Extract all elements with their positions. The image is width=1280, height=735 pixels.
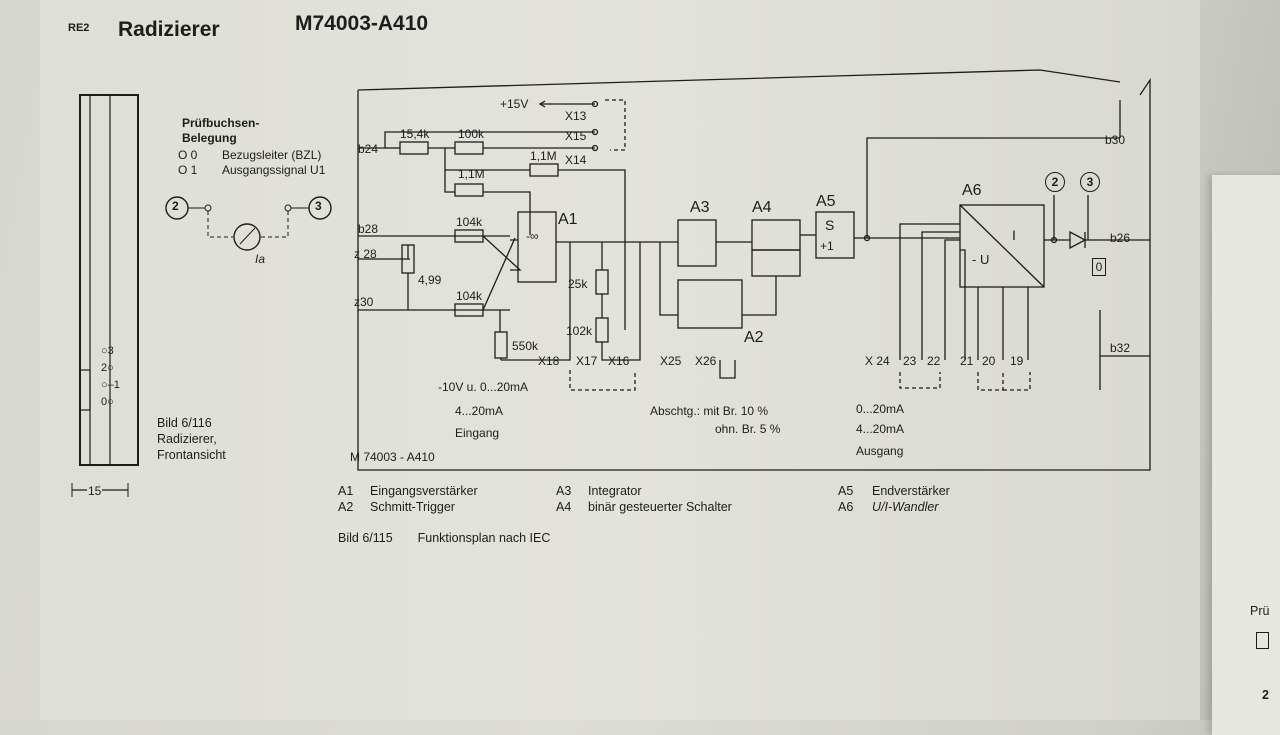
svg-text:A3: A3 bbox=[690, 199, 710, 216]
marker-box-0: 0 bbox=[1092, 258, 1106, 276]
svg-text:1,1M: 1,1M bbox=[458, 167, 485, 181]
adjacent-page bbox=[1212, 175, 1280, 735]
svg-text:104k: 104k bbox=[456, 215, 483, 229]
input-range-2: 4...20mA bbox=[455, 404, 504, 418]
svg-text:21: 21 bbox=[960, 354, 974, 368]
terminal-x15: X15 bbox=[565, 129, 587, 143]
jack-3: ○3 bbox=[101, 345, 114, 357]
width-label: 15 bbox=[87, 484, 103, 498]
schematic-diagram: +15V X13 X15 X14 b24 b28 z 28 z30 15,4k … bbox=[354, 69, 1151, 471]
svg-text:b26: b26 bbox=[1110, 231, 1130, 245]
svg-text:b28: b28 bbox=[358, 222, 378, 236]
svg-text:20: 20 bbox=[982, 354, 996, 368]
svg-text:100k: 100k bbox=[458, 127, 485, 141]
side-page-fragment: Prü bbox=[1250, 604, 1270, 618]
output-range-1: 0...20mA bbox=[856, 402, 905, 416]
svg-text:1,1M: 1,1M bbox=[530, 149, 557, 163]
supply-label: +15V bbox=[500, 97, 528, 111]
jack-1: ○–1 bbox=[101, 379, 120, 391]
svg-text:I: I bbox=[1012, 227, 1016, 243]
marker-circle-3: 3 bbox=[1080, 172, 1100, 192]
svg-text:A4: A4 bbox=[752, 199, 772, 216]
svg-text:b30: b30 bbox=[1105, 133, 1125, 147]
svg-text:550k: 550k bbox=[512, 339, 539, 353]
svg-text:19: 19 bbox=[1010, 354, 1024, 368]
svg-text:A5: A5 bbox=[816, 193, 836, 210]
side-page-box-icon bbox=[1256, 632, 1269, 649]
terminal-x13: X13 bbox=[565, 109, 587, 123]
svg-text:104k: 104k bbox=[456, 289, 483, 303]
test-socket-heading: Prüfbuchsen- Belegung bbox=[182, 116, 260, 145]
svg-text:- U: - U bbox=[972, 252, 989, 267]
meter-current-label: Ia bbox=[255, 252, 266, 266]
svg-text:X16: X16 bbox=[608, 354, 630, 368]
front-view-drawing bbox=[71, 94, 139, 497]
svg-text:b24: b24 bbox=[358, 142, 378, 156]
frame-outline bbox=[357, 69, 1151, 471]
svg-text:+1: +1 bbox=[820, 239, 834, 253]
terminal-x14: X14 bbox=[565, 153, 587, 167]
front-view-caption: Bild 6/116 Radizierer, Frontansicht bbox=[157, 416, 226, 462]
section-tag: RE2 bbox=[68, 22, 90, 34]
output-range-2: 4...20mA bbox=[856, 422, 905, 436]
svg-text:X25: X25 bbox=[660, 354, 682, 368]
output-label: Ausgang bbox=[856, 444, 904, 458]
figure-caption: Bild 6/115 Funktionsplan nach IEC bbox=[338, 531, 551, 545]
svg-text:A6: A6 bbox=[962, 182, 982, 199]
jack-0: 0○ bbox=[101, 396, 114, 408]
side-page-number: 2 bbox=[1262, 688, 1269, 702]
input-range-1: -10V u. 0...20mA bbox=[438, 380, 529, 394]
svg-text:X26: X26 bbox=[695, 354, 717, 368]
jack-2: 2○ bbox=[101, 362, 114, 374]
svg-text:A2: A2 bbox=[744, 329, 764, 346]
svg-text:-∞: -∞ bbox=[526, 229, 539, 243]
svg-text:102k: 102k bbox=[566, 324, 593, 338]
svg-text:z30: z30 bbox=[354, 295, 374, 309]
cutoff-label-1: Abschtg.: mit Br. 10 % bbox=[650, 404, 769, 418]
svg-text:23: 23 bbox=[903, 354, 917, 368]
page-title: Radizierer bbox=[118, 18, 220, 41]
svg-text:z 28: z 28 bbox=[354, 247, 377, 261]
svg-text:X 24: X 24 bbox=[865, 354, 890, 368]
marker-circle-2: 2 bbox=[1045, 172, 1065, 192]
svg-text:b32: b32 bbox=[1110, 341, 1130, 355]
svg-text:4,99: 4,99 bbox=[418, 273, 442, 287]
frame-label: M 74003 - A410 bbox=[350, 450, 435, 464]
svg-text:22: 22 bbox=[927, 354, 941, 368]
cutoff-label-2: ohn. Br. 5 % bbox=[715, 422, 781, 436]
svg-text:S: S bbox=[825, 217, 834, 233]
svg-text:25k: 25k bbox=[568, 277, 588, 291]
svg-text:X17: X17 bbox=[576, 354, 598, 368]
front-jacks: ○3 2○ ○–1 0○ bbox=[101, 343, 120, 411]
part-number: M74003-A410 bbox=[295, 12, 429, 35]
meter-circle-2: 2 bbox=[172, 199, 179, 213]
current-meter-symbol bbox=[165, 196, 332, 251]
svg-text:A1: A1 bbox=[558, 211, 578, 228]
input-label: Eingang bbox=[455, 426, 500, 440]
meter-circle-3: 3 bbox=[315, 199, 322, 213]
svg-text:X18: X18 bbox=[538, 354, 560, 368]
svg-text:15,4k: 15,4k bbox=[400, 127, 430, 141]
